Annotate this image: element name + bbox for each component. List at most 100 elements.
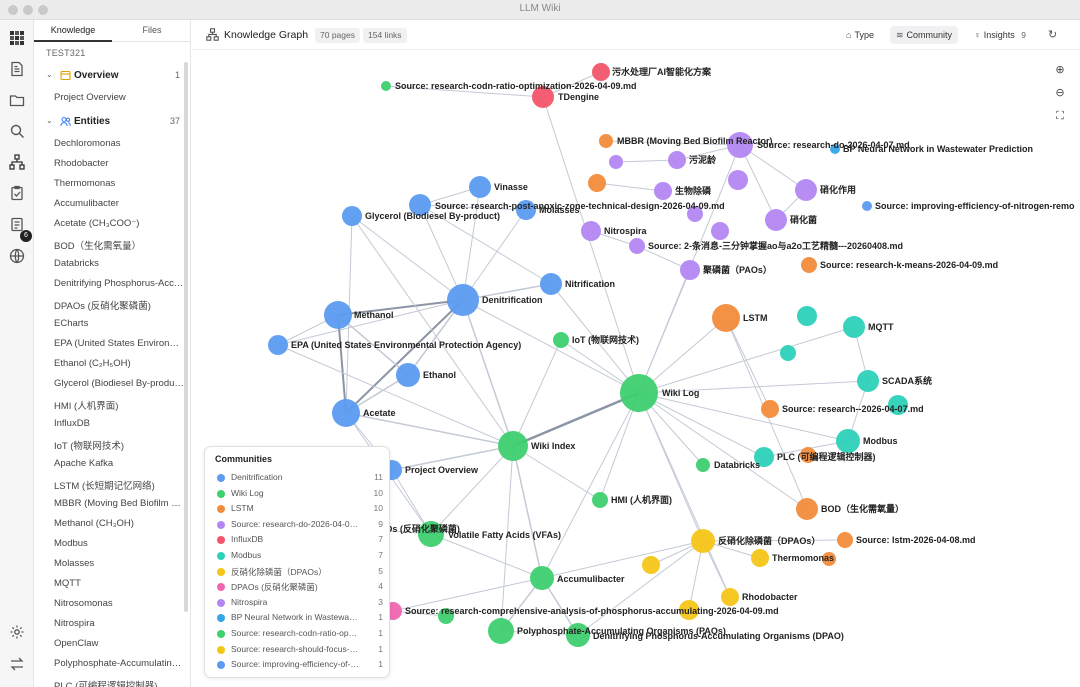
graph-node-ethanol[interactable] — [396, 363, 420, 387]
graph-node-p-yellow2[interactable] — [679, 600, 699, 620]
tab-files[interactable]: Files — [142, 25, 162, 35]
sidebar-entity-item[interactable]: Denitrifying Phosphorus-Accumulating Org… — [54, 278, 184, 289]
graph-node-p-green-small[interactable] — [438, 608, 454, 624]
graph-node-bp[interactable] — [830, 144, 840, 154]
graph-node-ai-partial[interactable] — [592, 63, 610, 81]
graph-node-xiaohuajun[interactable] — [765, 209, 787, 231]
graph-node-methanol[interactable] — [324, 301, 352, 329]
sidebar-entity-item[interactable]: Acetate (CH₃COO⁻) — [54, 218, 140, 229]
graph-node-src-research[interactable] — [761, 400, 779, 418]
graph-node-jlj[interactable] — [680, 260, 700, 280]
clipboard-check-icon[interactable] — [9, 185, 25, 201]
search-icon[interactable] — [9, 123, 25, 139]
sidebar-entity-item[interactable]: Polyphosphate-Accumulating Organisms (PA… — [54, 658, 184, 669]
graph-node-src-improve[interactable] — [862, 201, 872, 211]
sidebar-entity-item[interactable]: IoT (物联网技术) — [54, 441, 125, 452]
graph-node-thermomonas[interactable] — [751, 549, 769, 567]
refresh-button[interactable]: ↻ — [1044, 26, 1061, 44]
graph-node-denitrification[interactable] — [447, 284, 479, 316]
sidebar-entity-item[interactable]: InfluxDB — [54, 418, 90, 429]
graph-icon[interactable] — [9, 154, 25, 170]
graph-node-epa[interactable] — [268, 335, 288, 355]
graph-node-p-teal2[interactable] — [780, 345, 796, 361]
sidebar-entity-item[interactable]: Nitrosomonas — [54, 598, 113, 609]
graph-node-accumulibacter[interactable] — [530, 566, 554, 590]
graph-node-vinasse[interactable] — [469, 176, 491, 198]
sidebar-entity-item[interactable]: Glycerol (Biodiesel By-product) — [54, 378, 184, 389]
graph-node-molasses[interactable] — [516, 200, 536, 220]
graph-node-vfa[interactable] — [418, 521, 444, 547]
sidebar-entity-item[interactable]: ECharts — [54, 318, 89, 329]
sidebar-entity-item[interactable]: MQTT — [54, 578, 81, 589]
fit-view-button[interactable]: ⛶ — [1050, 106, 1070, 126]
sidebar-entity-item[interactable]: Molasses — [54, 558, 95, 569]
graph-node-src-postanoxic[interactable] — [409, 194, 431, 216]
graph-node-p-orange2[interactable] — [800, 447, 816, 463]
zoom-in-button[interactable]: ⊕ — [1050, 60, 1070, 80]
legend-row[interactable]: 反硝化除磷菌（DPAOs）5 — [217, 565, 383, 579]
graph-node-p-purple2[interactable] — [728, 170, 748, 190]
graph-node-xiaohua[interactable] — [795, 179, 817, 201]
graph-node-rhodobacter[interactable] — [721, 588, 739, 606]
graph-node-modbus[interactable] — [836, 429, 860, 453]
graph-node-src-do[interactable] — [727, 132, 753, 158]
sidebar-item-project-overview[interactable]: Project Overview — [54, 92, 126, 103]
settings-gear-icon[interactable] — [9, 624, 25, 640]
graph-node-wikiindex[interactable] — [498, 431, 528, 461]
graph-node-p-purple4[interactable] — [711, 222, 729, 240]
sidebar-entity-item[interactable]: BOD（生化需氧量） — [54, 241, 142, 252]
close-window-button[interactable] — [8, 5, 18, 15]
sidebar-entity-item[interactable]: OpenClaw — [54, 638, 99, 649]
grid-app-icon[interactable] — [9, 30, 25, 46]
graph-node-mqtt[interactable] — [843, 316, 865, 338]
overview-section-header[interactable]: ⌄ Overview 1 — [46, 69, 188, 85]
graph-node-tdengine[interactable] — [532, 86, 554, 108]
sidebar-entity-item[interactable]: Accumulibacter — [54, 198, 119, 209]
sidebar-entity-item[interactable]: Dechloromonas — [54, 138, 121, 149]
graph-node-bod[interactable] — [796, 498, 818, 520]
graph-node-wikilog[interactable] — [620, 374, 658, 412]
graph-node-hmi[interactable] — [592, 492, 608, 508]
graph-node-acetate[interactable] — [332, 399, 360, 427]
sidebar-entity-item[interactable]: EPA (United States Environmental Protect… — [54, 338, 184, 349]
graph-node-databricks[interactable] — [696, 458, 710, 472]
graph-node-lstm[interactable] — [712, 304, 740, 332]
graph-node-glycerol[interactable] — [342, 206, 362, 226]
legend-row[interactable]: Source: improving-efficiency-of-nitrogen… — [217, 658, 383, 672]
sidebar-entity-item[interactable]: Ethanol (C₂H₅OH) — [54, 358, 131, 369]
graph-node-plc[interactable] — [754, 447, 774, 467]
community-filter-button[interactable]: ≋Community — [890, 26, 959, 44]
legend-row[interactable]: Source: research-codn-ratio-optimization… — [217, 627, 383, 641]
graph-node-src-lstm[interactable] — [837, 532, 853, 548]
sidebar-entity-item[interactable]: HMI (人机界面) — [54, 401, 119, 412]
legend-row[interactable]: Source: research-should-focus-on-2026-04… — [217, 643, 383, 657]
graph-node-mbbr[interactable] — [599, 134, 613, 148]
graph-node-src-2tiao[interactable] — [629, 238, 645, 254]
maximize-window-button[interactable] — [38, 5, 48, 15]
graph-node-p-orange1[interactable] — [588, 174, 606, 192]
document-icon[interactable] — [9, 61, 25, 77]
graph-node-src-codn[interactable] — [381, 81, 391, 91]
graph-node-iot[interactable] — [553, 332, 569, 348]
graph-node-p-purple1[interactable] — [609, 155, 623, 169]
review-list-icon[interactable] — [9, 216, 25, 232]
graph-node-p-yellow1[interactable] — [642, 556, 660, 574]
sidebar-entity-item[interactable]: LSTM (长短期记忆网络) — [54, 481, 155, 492]
sidebar-entity-item[interactable]: Apache Kafka — [54, 458, 114, 469]
sidebar-entity-item[interactable]: Nitrospira — [54, 618, 95, 629]
graph-node-p-teal1[interactable] — [797, 306, 817, 326]
sidebar-entity-item[interactable]: PLC (可编程逻辑控制器) — [54, 681, 158, 687]
graph-node-p-teal3[interactable] — [888, 395, 908, 415]
tab-knowledge[interactable]: Knowledge — [50, 25, 96, 35]
entities-section-header[interactable]: ⌄ Entities 37 — [46, 115, 188, 131]
sidebar-scrollbar[interactable] — [184, 62, 188, 612]
sidebar-entity-item[interactable]: Methanol (CH₃OH) — [54, 518, 134, 529]
graph-node-p-orange3[interactable] — [822, 552, 836, 566]
